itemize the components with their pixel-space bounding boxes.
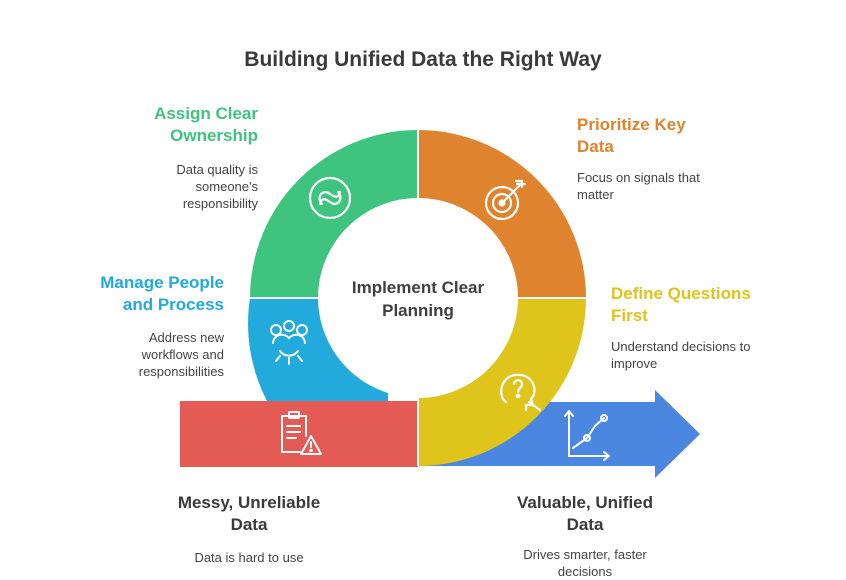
ownership-title: Assign Clear Ownership (154, 104, 258, 145)
trend-chart-icon (564, 410, 610, 461)
head-question-icon (500, 373, 542, 412)
people-title: Manage People and Process (100, 273, 224, 314)
end-desc: Drives smarter, faster decisions (523, 547, 647, 579)
document-warning-icon (281, 411, 322, 455)
start-title: Messy, Unreliable Data (177, 493, 321, 534)
segment-people (248, 298, 388, 401)
target-arrow-icon (484, 179, 527, 221)
messy-data-block (180, 401, 418, 467)
end-title: Valuable, Unified Data (516, 493, 654, 534)
center-label: Implement Clear Planning (351, 278, 485, 320)
link-circle-icon (308, 176, 352, 220)
diagram-title: Building Unified Data the Right Way (244, 48, 602, 71)
prioritize-desc: Focus on signals that matter (577, 170, 700, 202)
people-desc: Address new workflows and responsibiliti… (138, 330, 224, 379)
people-gear-icon (270, 320, 308, 365)
segment-define (418, 298, 586, 466)
define-title: Define Questions First (611, 284, 751, 325)
segment-ownership (250, 130, 418, 298)
define-desc: Understand decisions to improve (611, 339, 751, 371)
start-desc: Data is hard to use (194, 550, 304, 565)
prioritize-title: Prioritize Key Data (577, 115, 686, 156)
segment-prioritize (418, 130, 586, 298)
ownership-desc: Data quality is someone's responsibility (176, 162, 258, 211)
